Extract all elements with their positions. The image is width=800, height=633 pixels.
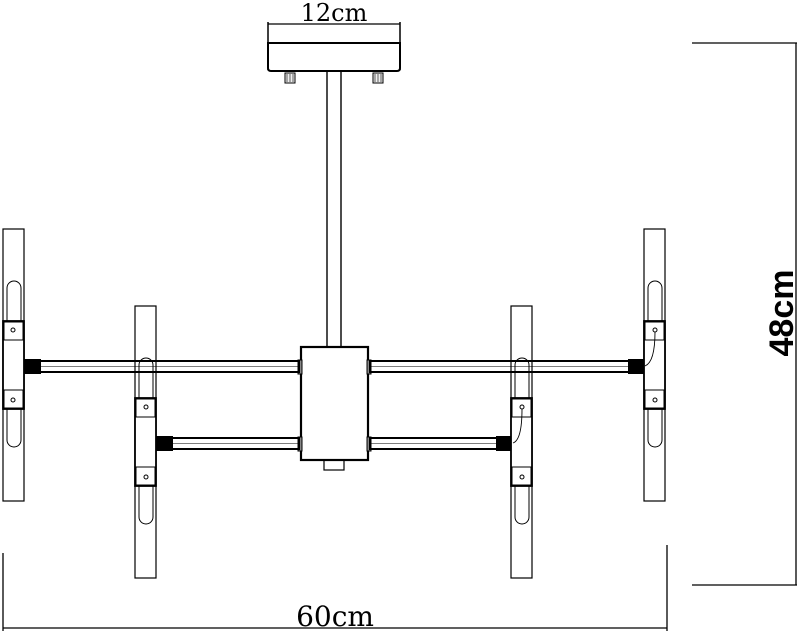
lamp-outer-left [2, 228, 25, 502]
canopy [267, 22, 401, 84]
upper-arm-left [24, 359, 300, 374]
lamp-inner-left [134, 305, 157, 579]
lower-arm-left [156, 436, 300, 451]
upper-arm-right [369, 359, 645, 374]
lower-arm-right [369, 436, 513, 451]
central-hub [297, 345, 372, 471]
stem-rod [326, 71, 342, 347]
lamp-inner-right [510, 305, 533, 579]
dimension-width-line [2, 545, 668, 631]
width-label: 60cm [296, 600, 374, 633]
canopy-width-label: 12cm [301, 0, 368, 27]
lamp-outer-right [643, 228, 666, 502]
height-label: 48cm [763, 270, 800, 357]
dimension-height-line [692, 42, 797, 586]
